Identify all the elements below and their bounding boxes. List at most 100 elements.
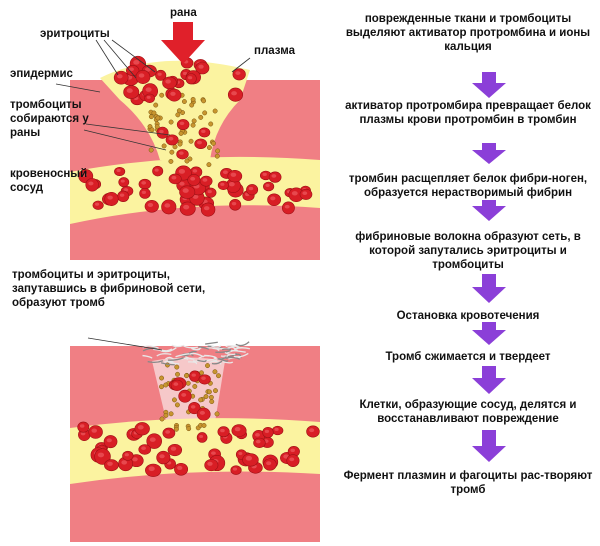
wound-arrow-icon (161, 22, 205, 64)
platelet (192, 383, 198, 389)
platelet (214, 153, 220, 159)
erythrocyte-highlight (157, 72, 162, 76)
platelet (210, 140, 216, 146)
platelet (174, 364, 180, 370)
fibrin-strand (224, 351, 236, 356)
fibrin-strand (232, 349, 246, 353)
label-leader-lines (55, 39, 251, 151)
erythrocyte-highlight (182, 71, 188, 76)
erythrocyte-highlight (274, 427, 279, 432)
platelet (186, 426, 192, 432)
erythrocyte-highlight (141, 190, 147, 194)
platelet (201, 98, 207, 104)
platelet (191, 118, 197, 124)
platelet (169, 149, 175, 155)
platelet (206, 162, 212, 168)
erythrocyte-highlight (120, 179, 125, 183)
label-platelets-gather: тромбоциты собираются у раны (10, 99, 89, 139)
fibrin-strand (225, 356, 241, 360)
platelet (174, 402, 180, 408)
erythrocyte-highlight (107, 195, 113, 200)
platelet (206, 389, 212, 395)
platelet (181, 99, 187, 104)
erythrocyte-highlight (116, 74, 123, 79)
erythrocyte-highlight (271, 174, 277, 178)
erythrocyte-highlight (245, 455, 253, 461)
platelet (175, 371, 180, 377)
erythrocyte-highlight (270, 196, 276, 201)
erythrocyte-highlight (309, 428, 315, 433)
erythrocyte-highlight (141, 181, 147, 185)
erythrocyte-highlight (145, 87, 152, 92)
erythrocyte-highlight (133, 59, 140, 65)
erythrocyte-highlight (97, 452, 105, 458)
erythrocyte-highlight (183, 204, 190, 210)
erythrocyte-highlight (235, 71, 241, 75)
erythrocyte-highlight (147, 202, 154, 207)
erythrocytes-top (78, 55, 313, 217)
wound-illustration-bottom (70, 337, 320, 542)
fibrin-strand (215, 350, 231, 353)
erythrocyte-highlight (179, 121, 185, 126)
fibrin-strand (232, 353, 242, 359)
platelet (173, 426, 179, 432)
erythrocyte-highlight (88, 181, 94, 186)
platelet (212, 108, 218, 114)
erythrocyte-highlight (230, 172, 237, 177)
erythrocyte-highlight (190, 176, 196, 181)
erythrocyte-highlight (91, 428, 97, 433)
platelet (190, 122, 196, 128)
erythrocyte-highlight (202, 178, 208, 182)
erythrocyte-highlight (181, 393, 187, 397)
erythrocyte-highlight (170, 446, 177, 451)
erythrocyte-highlight (168, 136, 174, 141)
erythrocyte-highlight (211, 451, 216, 455)
fibrin-strand (147, 360, 164, 364)
erythrocyte-highlight (121, 460, 128, 465)
erythrocyte-highlight (171, 175, 177, 180)
erythrocyte-highlight (231, 91, 237, 96)
plasma-wound-top (100, 60, 250, 160)
platelet (148, 147, 154, 153)
fibrin-strand (198, 346, 210, 350)
flow-arrow-icon (472, 430, 506, 462)
erythrocyte-highlight (197, 140, 202, 145)
erythrocyte-highlight (255, 433, 260, 437)
platelet (171, 397, 177, 403)
erythrocyte-highlight (165, 430, 171, 434)
flow-arrow-icon (472, 72, 506, 98)
fibrin-strand (205, 341, 218, 345)
platelet (159, 384, 164, 390)
platelet (159, 92, 165, 98)
fibrin-strand (233, 347, 251, 350)
erythrocyte-highlight (255, 439, 261, 444)
platelet (188, 138, 194, 144)
erythrocyte-highlight (203, 206, 210, 211)
erythrocyte-highlight (187, 76, 193, 80)
platelet (168, 411, 174, 417)
flow-arrow-icon (472, 322, 506, 345)
erythrocyte-highlight (94, 202, 100, 206)
label-epidermis: эпидермис (10, 68, 73, 80)
erythrocyte-highlight (207, 189, 212, 194)
erythrocyte-highlight (192, 169, 198, 173)
erythrocyte-highlight (178, 151, 184, 155)
platelet (184, 158, 190, 164)
platelet (215, 148, 221, 154)
platelet (213, 388, 218, 394)
clot-leader-line (87, 337, 163, 351)
erythrocyte-highlight (81, 172, 88, 177)
platelet (175, 112, 181, 118)
fibrin-strand (222, 361, 234, 364)
erythrocyte-highlight (201, 129, 206, 134)
erythrocyte-highlight (291, 191, 298, 196)
erythrocyte-highlight (265, 183, 270, 188)
fibrin-strand (208, 359, 218, 362)
fibrin-strand (235, 341, 250, 347)
flow-step-6: Тромб сжимается и твердеет (385, 351, 551, 363)
fibrin-strand (164, 360, 174, 363)
erythrocyte-highlight (290, 448, 295, 453)
platelet (212, 369, 218, 375)
platelet (201, 423, 207, 428)
erythrocyte-highlight (124, 453, 129, 457)
